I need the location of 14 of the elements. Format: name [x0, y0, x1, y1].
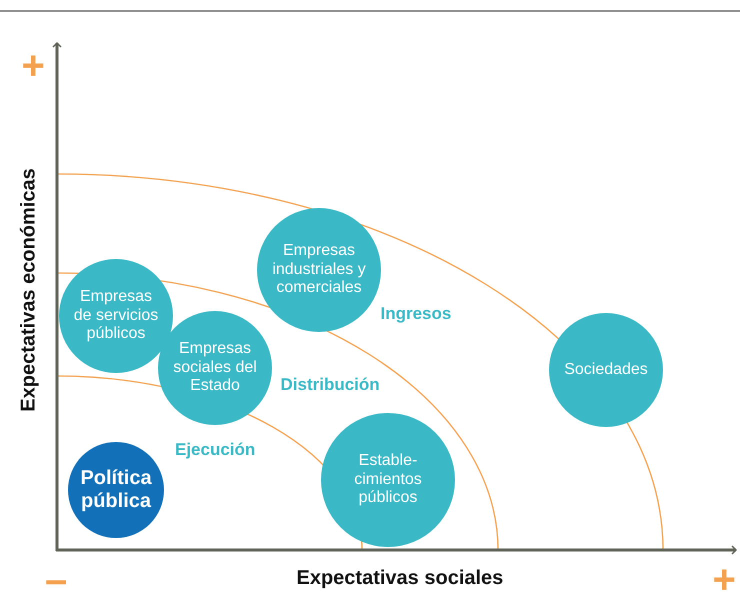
- arc-label: Ejecución: [175, 440, 256, 458]
- axis-title: Expectativas sociales: [296, 568, 504, 588]
- plus-sign: +: [22, 46, 45, 86]
- arc-label: Distribución: [280, 376, 380, 392]
- plus-sign: +: [712, 560, 736, 600]
- circle-label: Empresas sociales del Estado: [172, 340, 258, 396]
- circle-label: Estable- cimientos públicos: [353, 452, 423, 508]
- axis-title: Expectativas económicas: [18, 168, 38, 412]
- arc-label: Ingresos: [380, 304, 452, 322]
- circle-label: Sociedades: [564, 360, 648, 380]
- minus-sign: –: [45, 560, 68, 600]
- circle-label: Empresas de servicios públicos: [73, 288, 159, 344]
- circle-label: Empresas industriales y comerciales: [271, 242, 367, 298]
- circle-label: Política pública: [80, 467, 152, 513]
